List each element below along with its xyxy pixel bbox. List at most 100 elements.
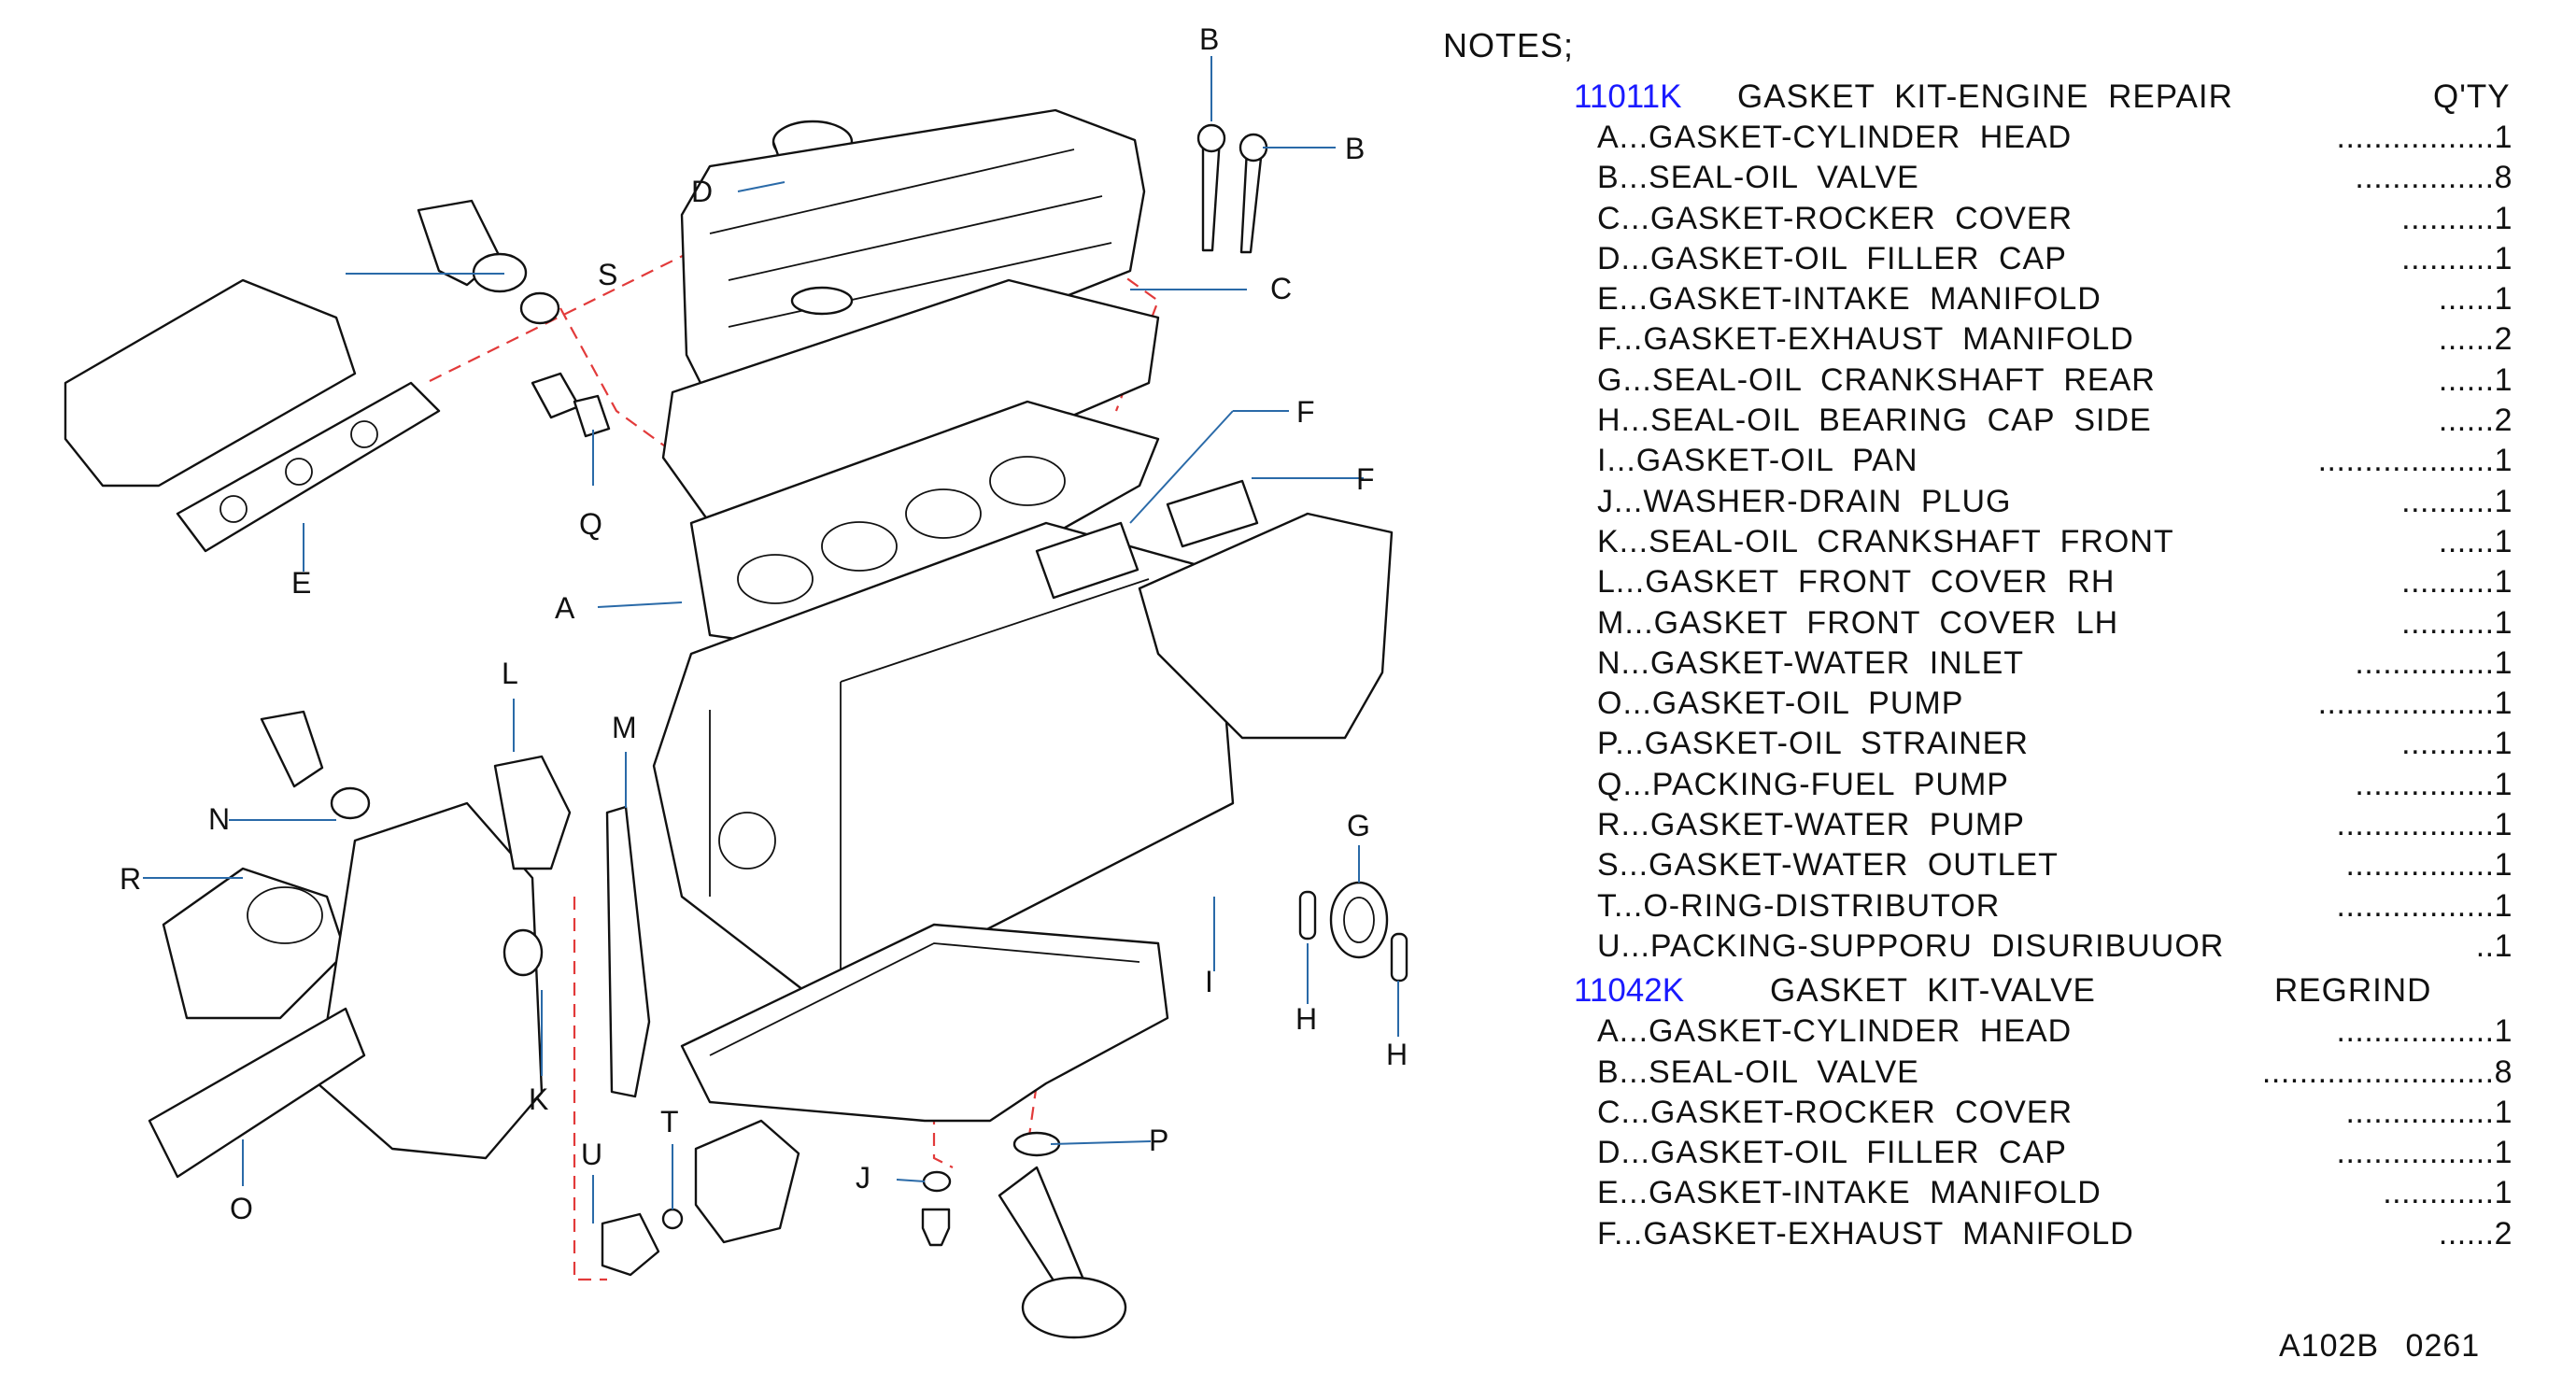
item-name: K...SEAL-OIL CRANKSHAFT FRONT: [1597, 523, 2174, 559]
list-item: E...GASKET-INTAKE MANIFOLD ......1: [1443, 281, 2564, 321]
callout-U: U: [581, 1138, 602, 1171]
list-item: O...GASKET-OIL PUMP ...................1: [1443, 686, 2564, 726]
item-qty: .................1: [2336, 807, 2512, 843]
item-name: H...SEAL-OIL BEARING CAP SIDE: [1597, 403, 2152, 439]
list-item: A...GASKET-CYLINDER HEAD................…: [1443, 1013, 2564, 1054]
oil-pan: [680, 923, 1169, 1123]
leader-lines: [143, 56, 1399, 1223]
item-qty: ......2: [2438, 1215, 2512, 1252]
item-name: T...O-RING-DISTRIBUTOR: [1597, 887, 2001, 924]
callout-K: K: [529, 1082, 548, 1116]
list-item: N...GASKET-WATER INLET...............1: [1443, 645, 2564, 686]
list-item: G...SEAL-OIL CRANKSHAFT REAR......1: [1443, 362, 2564, 403]
list-item: B...SEAL-OIL VALVE...............8: [1443, 160, 2564, 200]
list-item: K...SEAL-OIL CRANKSHAFT FRONT ......1: [1443, 524, 2564, 564]
item-qty: ............1: [2383, 1175, 2512, 1211]
engine-gasket-exploded-diagram: B B D C S E Q F F A G H H I P J N R L M …: [64, 22, 1408, 1339]
item-name: F...GASKET-EXHAUST MANIFOLD: [1597, 321, 2134, 358]
item-name: E...GASKET-INTAKE MANIFOLD: [1597, 281, 2102, 318]
notes-title: NOTES;: [1443, 26, 1575, 64]
callout-P: P: [1149, 1124, 1168, 1157]
callout-G: G: [1347, 809, 1370, 842]
kit-11011K: 11011K GASKET KIT-ENGINE REPAIR Q'TY A..…: [1443, 78, 2564, 969]
list-item: C...GASKET-ROCKER COVER ................1: [1443, 1095, 2564, 1135]
item-name: A...GASKET-CYLINDER HEAD: [1597, 120, 2073, 155]
intake-manifold: [64, 278, 441, 553]
callout-B: B: [1199, 22, 1219, 56]
qty-header: Q'TY: [2433, 78, 2511, 115]
list-item: A...GASKET-CYLINDER HEAD................…: [1443, 120, 2564, 160]
callout-H: H: [1386, 1038, 1408, 1071]
list-item: C...GASKET-ROCKER COVER ..........1: [1443, 201, 2564, 241]
item-qty: .................1: [2336, 887, 2512, 924]
callout-T: T: [660, 1105, 679, 1138]
valve-seals: [1196, 123, 1268, 254]
item-name: L...GASKET FRONT COVER RH: [1597, 564, 2116, 601]
callout-M: M: [612, 711, 637, 744]
callout-N: N: [208, 802, 230, 836]
item-qty: ...................1: [2317, 686, 2512, 722]
item-name: R...GASKET-WATER PUMP: [1597, 807, 2025, 843]
item-name: S...GASKET-WATER OUTLET: [1597, 847, 2059, 884]
item-qty: ..........1: [2401, 483, 2512, 519]
callout-L: L: [502, 657, 518, 690]
callout-R: R: [120, 862, 141, 896]
item-name: E...GASKET-INTAKE MANIFOLD: [1597, 1175, 2102, 1211]
item-qty: ..........1: [2401, 604, 2512, 641]
kit-header: 11042K GASKET KIT-VALVE REGRIND: [1443, 972, 2564, 1013]
item-qty: ......2: [2438, 403, 2512, 439]
water-outlet: [417, 199, 560, 325]
kit-11042K: 11042K GASKET KIT-VALVE REGRIND A...GASK…: [1443, 972, 2564, 1256]
item-qty: ......1: [2438, 361, 2512, 398]
item-name: D...GASKET-OIL FILLER CAP: [1597, 240, 2067, 276]
callout-Q: Q: [579, 507, 602, 541]
item-name: O...GASKET-OIL PUMP: [1597, 686, 1964, 722]
list-item: B...SEAL-OIL VALVE......................…: [1443, 1054, 2564, 1095]
fuel-pump-packing: [531, 372, 611, 438]
list-item: U...PACKING-SUPPORU DISURIBUUOR ..1: [1443, 928, 2564, 969]
item-qty: ......2: [2438, 321, 2512, 358]
item-name: U...PACKING-SUPPORU DISURIBUUOR: [1597, 927, 2225, 964]
kit-items: A...GASKET-CYLINDER HEAD................…: [1443, 1013, 2564, 1256]
item-qty: .................1: [2336, 1013, 2512, 1050]
list-item: D...GASKET-OIL FILLER CAP..........1: [1443, 241, 2564, 281]
callout-F: F: [1296, 395, 1315, 429]
item-name: B...SEAL-OIL VALVE: [1597, 1054, 1919, 1090]
item-name: A...GASKET-CYLINDER HEAD: [1597, 1013, 2073, 1050]
item-qty: ................1: [2345, 1094, 2512, 1130]
kit-name-suffix: REGRIND: [2274, 972, 2432, 1010]
item-name: M...GASKET FRONT COVER LH: [1597, 604, 2119, 641]
rear-seals: [1298, 881, 1408, 983]
callout-O: O: [230, 1192, 253, 1225]
notes-panel: NOTES; 11011K GASKET KIT-ENGINE REPAIR Q…: [1443, 26, 2564, 1256]
oil-strainer: [998, 1131, 1127, 1339]
cylinder-head: [661, 278, 1160, 656]
item-qty: .........................8: [2261, 1054, 2512, 1090]
callout-F: F: [1356, 462, 1375, 496]
item-name: J...WASHER-DRAIN PLUG: [1597, 483, 2012, 519]
kit-name: GASKET KIT-ENGINE REPAIR: [1737, 78, 2233, 115]
callout-B: B: [1345, 132, 1365, 165]
item-name: I...GASKET-OIL PAN: [1597, 443, 1918, 479]
item-name: C...GASKET-ROCKER COVER: [1597, 200, 2074, 236]
exhaust-manifold: [1035, 479, 1394, 740]
item-qty: ...................1: [2317, 443, 2512, 479]
callout-J: J: [856, 1161, 870, 1195]
item-name: F...GASKET-EXHAUST MANIFOLD: [1597, 1215, 2134, 1252]
list-item: Q...PACKING-FUEL PUMP ...............1: [1443, 767, 2564, 807]
item-qty: ..........1: [2401, 200, 2512, 236]
item-name: C...GASKET-ROCKER COVER: [1597, 1094, 2074, 1130]
callout-E: E: [291, 566, 311, 600]
item-qty: ..1: [2475, 927, 2512, 964]
item-qty: ......1: [2438, 523, 2512, 559]
callout-I: I: [1205, 965, 1213, 998]
list-item: P...GASKET-OIL STRAINER..........1: [1443, 726, 2564, 766]
callout-S: S: [598, 258, 617, 291]
item-name: Q...PACKING-FUEL PUMP: [1597, 766, 2009, 802]
kit-name: GASKET KIT-VALVE: [1770, 972, 2096, 1010]
item-qty: ...............1: [2355, 766, 2512, 802]
list-item: T...O-RING-DISTRIBUTOR .................1: [1443, 888, 2564, 928]
item-qty: ................1: [2345, 847, 2512, 884]
item-qty: ......1: [2438, 281, 2512, 318]
item-qty: ...............1: [2355, 644, 2512, 681]
